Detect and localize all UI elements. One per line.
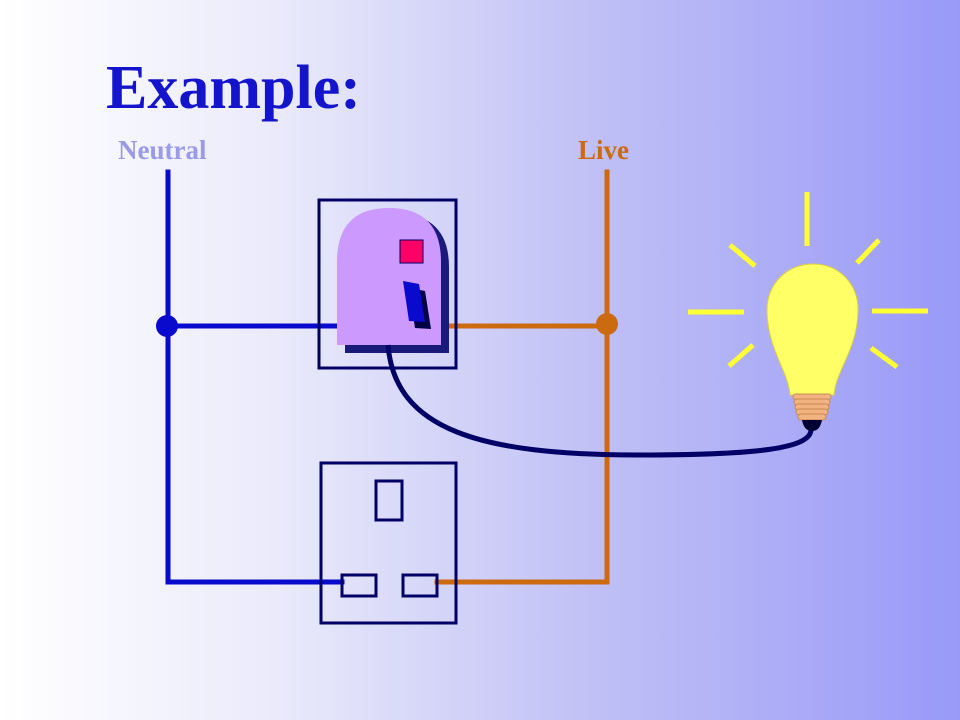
- socket-neutral-pin: [340, 573, 378, 598]
- socket-earth-pin: [374, 479, 404, 522]
- lamp-cable: [385, 344, 814, 458]
- bulb-ray: [728, 243, 757, 268]
- bulb-rays: [688, 192, 928, 370]
- bulb-glass: [766, 263, 859, 396]
- slide-title: Example:: [106, 54, 361, 122]
- live-wiring: [434, 169, 618, 585]
- switch-indicator: [399, 239, 424, 264]
- bulb-ray: [727, 343, 755, 368]
- socket-plate: [319, 461, 458, 625]
- live-junction: [596, 313, 618, 335]
- bulb-cap: [792, 393, 832, 421]
- wall-socket: [319, 461, 458, 625]
- switch-plate: [317, 198, 458, 370]
- socket-live-pin: [401, 573, 439, 598]
- bulb-contact: [802, 420, 822, 431]
- bulb-cap-ring: [797, 413, 827, 421]
- bulb-ray: [855, 238, 881, 265]
- bulb-ray: [869, 345, 899, 370]
- neutral-label: Neutral: [118, 135, 207, 165]
- neutral-wiring: [156, 169, 345, 585]
- neutral-junction: [156, 315, 178, 337]
- live-label: Live: [578, 135, 629, 165]
- light-switch: [317, 198, 458, 370]
- light-bulb: [688, 192, 928, 431]
- switch-rocker: [403, 281, 425, 322]
